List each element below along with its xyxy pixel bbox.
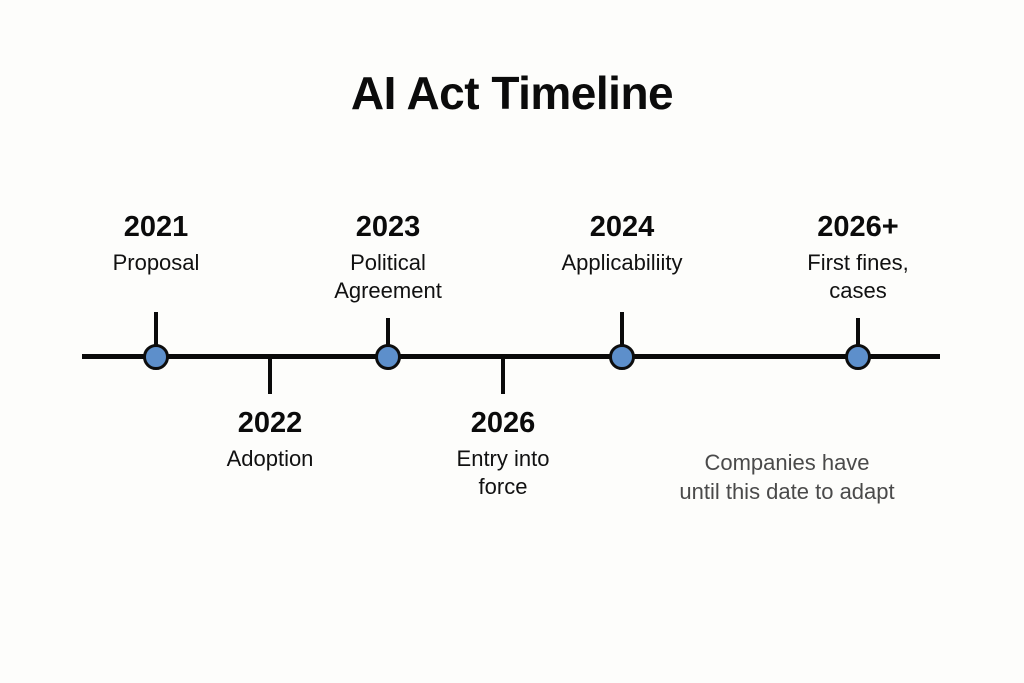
event-year: 2024 <box>589 211 655 243</box>
event-tick-2026 <box>501 356 505 394</box>
timeline-event-2026: 2026 Entry into force <box>457 408 550 501</box>
event-stem-2024 <box>620 312 624 358</box>
event-description: Political Agreement <box>334 249 442 303</box>
timeline-axis <box>82 354 940 359</box>
event-stem-2021 <box>154 312 158 358</box>
event-year: 2021 <box>123 211 189 243</box>
event-description: Adoption <box>226 445 314 471</box>
timeline-event-2023: 2023 Political Agreement <box>334 212 442 305</box>
event-tick-2022 <box>268 356 272 394</box>
event-year: 2026+ <box>817 211 899 243</box>
event-description: First fines, cases <box>807 249 909 303</box>
timeline-event-2024: 2024 Applicabiliity <box>561 212 682 277</box>
timeline-annotation: Companies have until this date to adapt <box>679 450 895 505</box>
event-stem-2026plus <box>856 318 860 358</box>
event-year: 2023 <box>355 211 421 243</box>
timeline-event-2021: 2021 Proposal <box>113 212 200 277</box>
event-year: 2026 <box>470 407 536 439</box>
event-marker-2023 <box>375 344 401 370</box>
event-description: Proposal <box>112 249 200 275</box>
event-marker-2021 <box>143 344 169 370</box>
event-description: Applicabiliity <box>561 249 683 275</box>
page-title: AI Act Timeline <box>350 67 674 119</box>
timeline-event-2026plus: 2026+ First fines, cases <box>807 212 908 305</box>
event-marker-2024 <box>609 344 635 370</box>
event-marker-2026plus <box>845 344 871 370</box>
timeline-event-2022: 2022 Adoption <box>227 408 314 473</box>
event-stem-2023 <box>386 318 390 358</box>
event-year: 2022 <box>237 407 303 439</box>
event-description: Entry into force <box>456 445 550 499</box>
